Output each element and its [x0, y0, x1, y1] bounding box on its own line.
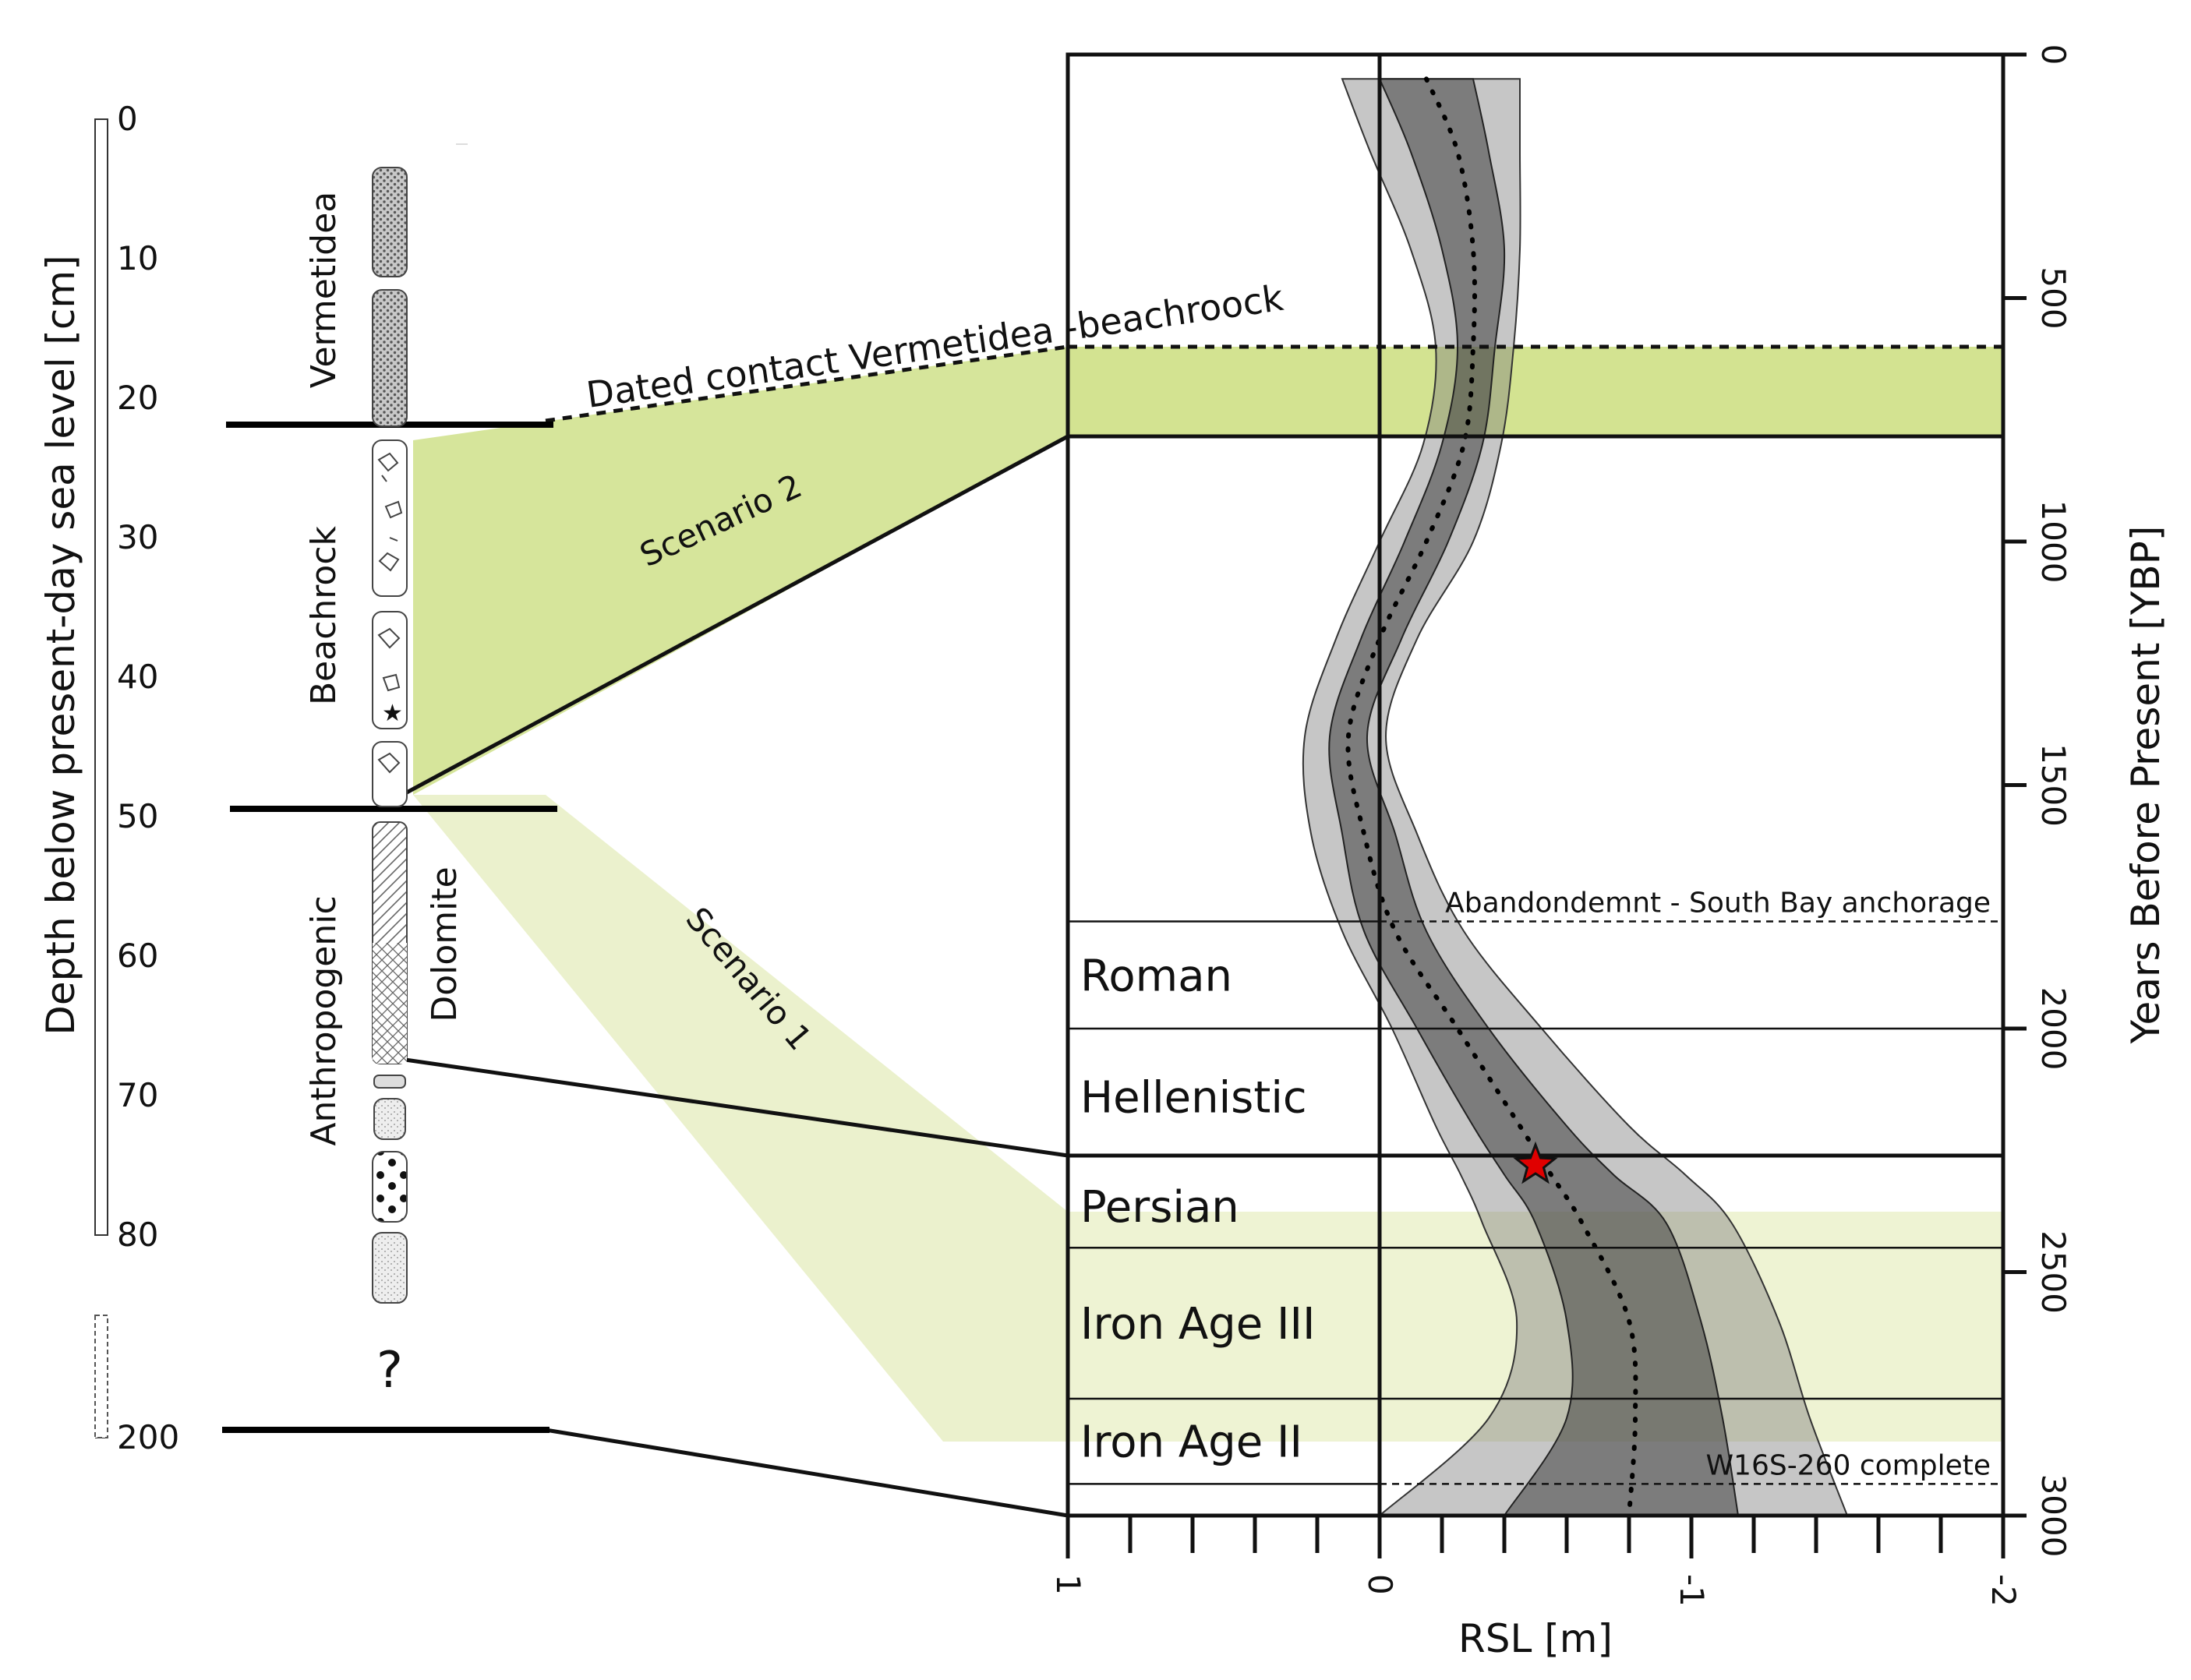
core-vermetidea-upper — [372, 167, 408, 277]
period-label: Persian — [1080, 1182, 1239, 1233]
y-axis: 0 500 1000 1500 2000 2500 3000 — [2003, 44, 2073, 1558]
depth-tick-label: 60 — [117, 937, 158, 975]
y-tick-label: 0 — [2034, 44, 2073, 65]
depth-tick-label: 70 — [117, 1076, 158, 1114]
dashed-contact-line — [545, 344, 1069, 423]
y-axis-title: Years Before Present [YBP] — [2123, 526, 2168, 1045]
depth-tick-label: 10 — [117, 239, 158, 277]
x-axis-title: RSL [m] — [1458, 1616, 1613, 1661]
depth-tick-label: 50 — [117, 797, 158, 835]
depth-axis: 0 10 20 30 40 50 60 70 80 200 — [95, 100, 179, 1456]
connector-50 — [404, 434, 1069, 796]
core-clast-marks-3 — [377, 752, 401, 774]
x-tick-label: -1 — [1673, 1574, 1711, 1607]
y-tick-label: 1000 — [2034, 500, 2073, 584]
depth-tick-label: 80 — [117, 1216, 158, 1254]
core-gravel — [372, 1151, 408, 1223]
period-label: Roman — [1080, 951, 1232, 1001]
depth-scale-break — [94, 1315, 108, 1438]
scenario1-band-rect — [1068, 1212, 2003, 1442]
depth-scale-bar — [94, 118, 108, 1236]
period-label: Iron Age II — [1080, 1417, 1302, 1468]
core-vermetidea-lower — [372, 289, 408, 427]
layer-vermetidea: Vermetidea — [304, 192, 344, 388]
core-clast-marks — [377, 452, 403, 572]
y-tick-label: 1500 — [2034, 743, 2073, 827]
depth-tick-label: 200 — [117, 1418, 179, 1456]
scenario2-band-rect — [1068, 347, 2003, 436]
x-axis: 1 0 -1 -2 — [1049, 1516, 2023, 1607]
depth-axis-title: Depth below present-day sea level [cm] — [38, 255, 83, 1035]
layer-anthropogenic: Anthropogenic — [304, 895, 344, 1145]
x-tick-label: -2 — [1984, 1574, 2023, 1607]
depth-tick-label: 20 — [117, 379, 158, 417]
y-tick-label: 500 — [2034, 266, 2073, 329]
y-tick-label: 2000 — [2034, 987, 2073, 1071]
sediment-core: ★ — [372, 167, 408, 1304]
annotation-label: W16S-260 complete — [1705, 1449, 1991, 1481]
median-curve — [1345, 76, 1638, 1518]
core-dolomite-cross — [373, 943, 407, 1064]
annotation-label: Abandondemnt - South Bay anchorage — [1445, 888, 1991, 919]
core-beachrock-1 — [372, 439, 408, 597]
dated-sample-star — [1513, 1141, 1558, 1184]
core-star-mark: ★ — [382, 700, 403, 727]
unknown-mark: ? — [376, 1342, 403, 1399]
connector-68 — [405, 1057, 1069, 1158]
core-clast-marks-2 — [377, 627, 401, 692]
period-label: Iron Age III — [1080, 1299, 1316, 1350]
y-tick-label: 2500 — [2034, 1230, 2073, 1314]
period-lines: Abandondemnt - South Bay anchorageW16S-2… — [1068, 888, 2003, 1485]
scenario1-band — [413, 795, 1068, 1442]
y-tick-label: 3000 — [2034, 1474, 2073, 1558]
x-tick-label: 1 — [1049, 1574, 1087, 1595]
core-beachrock-3 — [372, 741, 408, 807]
core-sand — [373, 1098, 406, 1140]
period-label: Hellenistic — [1080, 1073, 1307, 1124]
layer-beachrock: Beachrock — [304, 525, 344, 705]
scenario2-band — [413, 347, 1068, 795]
x-tick-label: 0 — [1361, 1574, 1399, 1595]
core-bottom-sand — [372, 1232, 408, 1304]
depth-tick-label: 40 — [117, 658, 158, 696]
depth-tick-label: 30 — [117, 518, 158, 556]
depth-tick-label: 0 — [117, 100, 138, 138]
layer-dolomite: Dolomite — [425, 866, 465, 1022]
connector-200 — [545, 1428, 1069, 1518]
core-beachrock-2 — [372, 611, 408, 729]
core-thin-layer — [373, 1075, 406, 1089]
